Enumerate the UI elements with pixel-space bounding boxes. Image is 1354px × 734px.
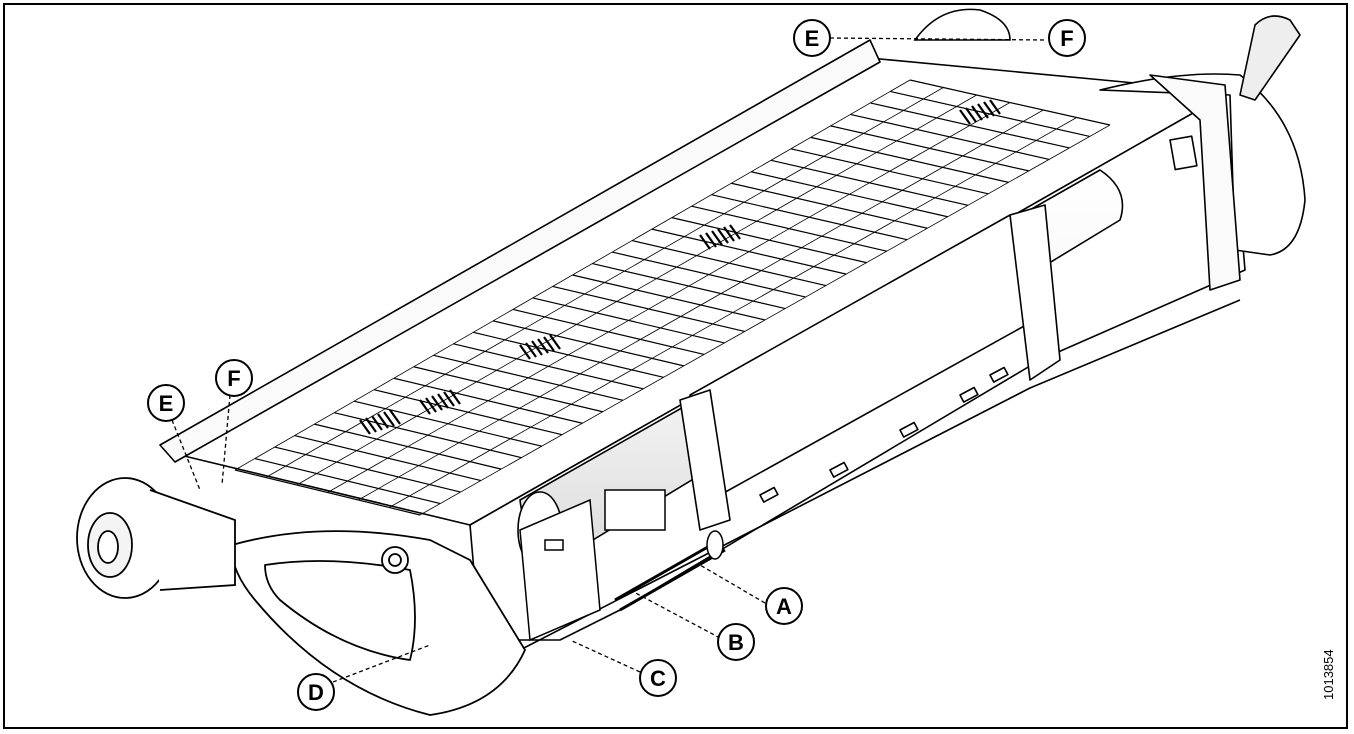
reel-finger: [425, 397, 437, 413]
reel-finger: [359, 419, 371, 435]
reel-finger: [371, 415, 383, 431]
reel-finger: [377, 413, 389, 429]
reel-finger: [711, 230, 723, 246]
leader-e-top: [829, 37, 1046, 41]
leader-c: [569, 639, 641, 673]
callout-d-label: D: [308, 680, 324, 705]
reel-finger: [549, 334, 561, 350]
reel-finger: [365, 417, 377, 433]
left-crop-divider: [231, 530, 526, 716]
reel-finger: [383, 411, 395, 427]
leader-lines: [171, 37, 1046, 683]
reel-finger: [537, 338, 549, 354]
callout-a: A: [765, 587, 803, 625]
leader-f-left: [221, 394, 231, 486]
leader-b: [629, 589, 721, 639]
reel-cross-bar: [296, 94, 977, 486]
reel-finger: [971, 105, 983, 121]
callout-c-label: C: [650, 666, 666, 691]
reel-finger: [729, 224, 741, 240]
reel-arm-mid: [679, 389, 731, 531]
reel-finger: [983, 101, 995, 117]
callout-f-left: F: [215, 359, 253, 397]
callout-e-left-label: E: [159, 391, 174, 416]
gauge-wheel: [76, 477, 236, 599]
callout-e-left: E: [147, 384, 185, 422]
back-wall: [159, 39, 881, 463]
callout-f-top-label: F: [1060, 26, 1073, 51]
callout-d: D: [297, 673, 335, 711]
leader-e-left: [171, 419, 201, 491]
reel-finger: [437, 393, 449, 409]
reel-cross-bar: [419, 124, 1111, 516]
reel-finger: [977, 103, 989, 119]
callout-b: B: [717, 623, 755, 661]
bottom-edge: [519, 299, 1241, 651]
reel-finger: [989, 99, 1001, 115]
reel-finger: [519, 344, 531, 360]
callout-b-label: B: [728, 630, 744, 655]
reel-finger: [389, 409, 401, 425]
slot-row: [759, 366, 1009, 503]
reel-cross-bar: [327, 102, 1011, 493]
figure-border: [3, 3, 1348, 729]
callout-f-left-label: F: [227, 366, 240, 391]
callout-e-top-label: E: [805, 26, 820, 51]
reel-finger: [723, 226, 735, 242]
reel-finger: [717, 228, 729, 244]
reel-finger: [525, 342, 537, 358]
reel-cross-bar: [358, 109, 1044, 501]
reel-finger: [431, 395, 443, 411]
leader-a: [699, 564, 766, 604]
reel-finger: [543, 336, 555, 352]
figure-id: 1013854: [1321, 649, 1336, 700]
reel-cross-bar: [388, 117, 1077, 508]
reel-arm-right: [1009, 204, 1061, 381]
drive-assembly: [519, 489, 726, 642]
callout-f-top: F: [1048, 19, 1086, 57]
reel-finger: [705, 232, 717, 248]
right-endsheet: [1099, 15, 1306, 291]
reel-cross-bar: [265, 87, 944, 478]
reel-finger: [965, 107, 977, 123]
reel-finger: [449, 389, 461, 405]
reel-finger: [443, 391, 455, 407]
callout-c: C: [639, 659, 677, 697]
reel-cross-bar: [234, 79, 911, 471]
callout-e-top: E: [793, 19, 831, 57]
reel-finger: [419, 399, 431, 415]
callout-a-label: A: [776, 594, 792, 619]
reel-grid: [234, 79, 1111, 516]
transport-wheel: [913, 8, 1011, 41]
reel-finger: [531, 340, 543, 356]
reel-finger: [959, 109, 971, 125]
reel-finger: [699, 234, 711, 250]
leader-d: [332, 644, 431, 683]
